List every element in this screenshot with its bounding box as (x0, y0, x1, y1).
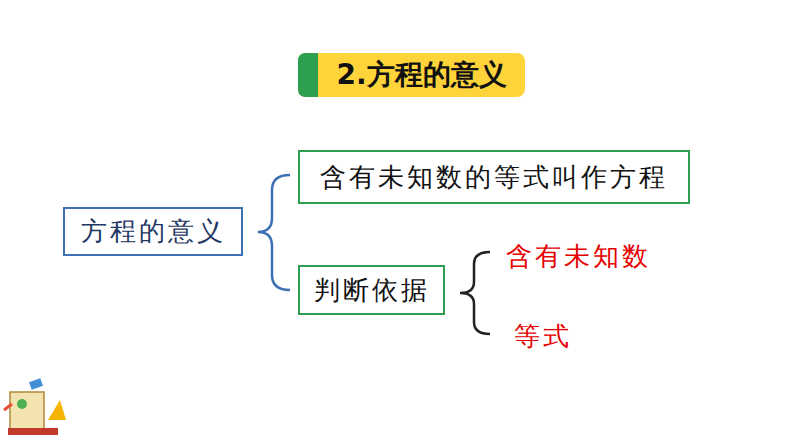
title-text: 2.方程的意义 (336, 56, 506, 94)
criteria-box: 判断依据 (298, 265, 445, 315)
box-text: 含有未知数的等式叫作方程 (320, 160, 668, 195)
corner-icon (4, 378, 66, 435)
sub-brace (460, 252, 490, 334)
red-label: 含有未知数 (506, 239, 651, 274)
definition-box: 含有未知数的等式叫作方程 (298, 150, 690, 204)
red-label: 等式 (514, 319, 572, 354)
title-banner (298, 53, 525, 97)
concept-box: 方程的意义 (63, 207, 243, 256)
main-brace (258, 175, 290, 290)
title-tab (298, 53, 318, 97)
box-text: 判断依据 (314, 273, 430, 308)
box-text: 方程的意义 (81, 214, 226, 249)
